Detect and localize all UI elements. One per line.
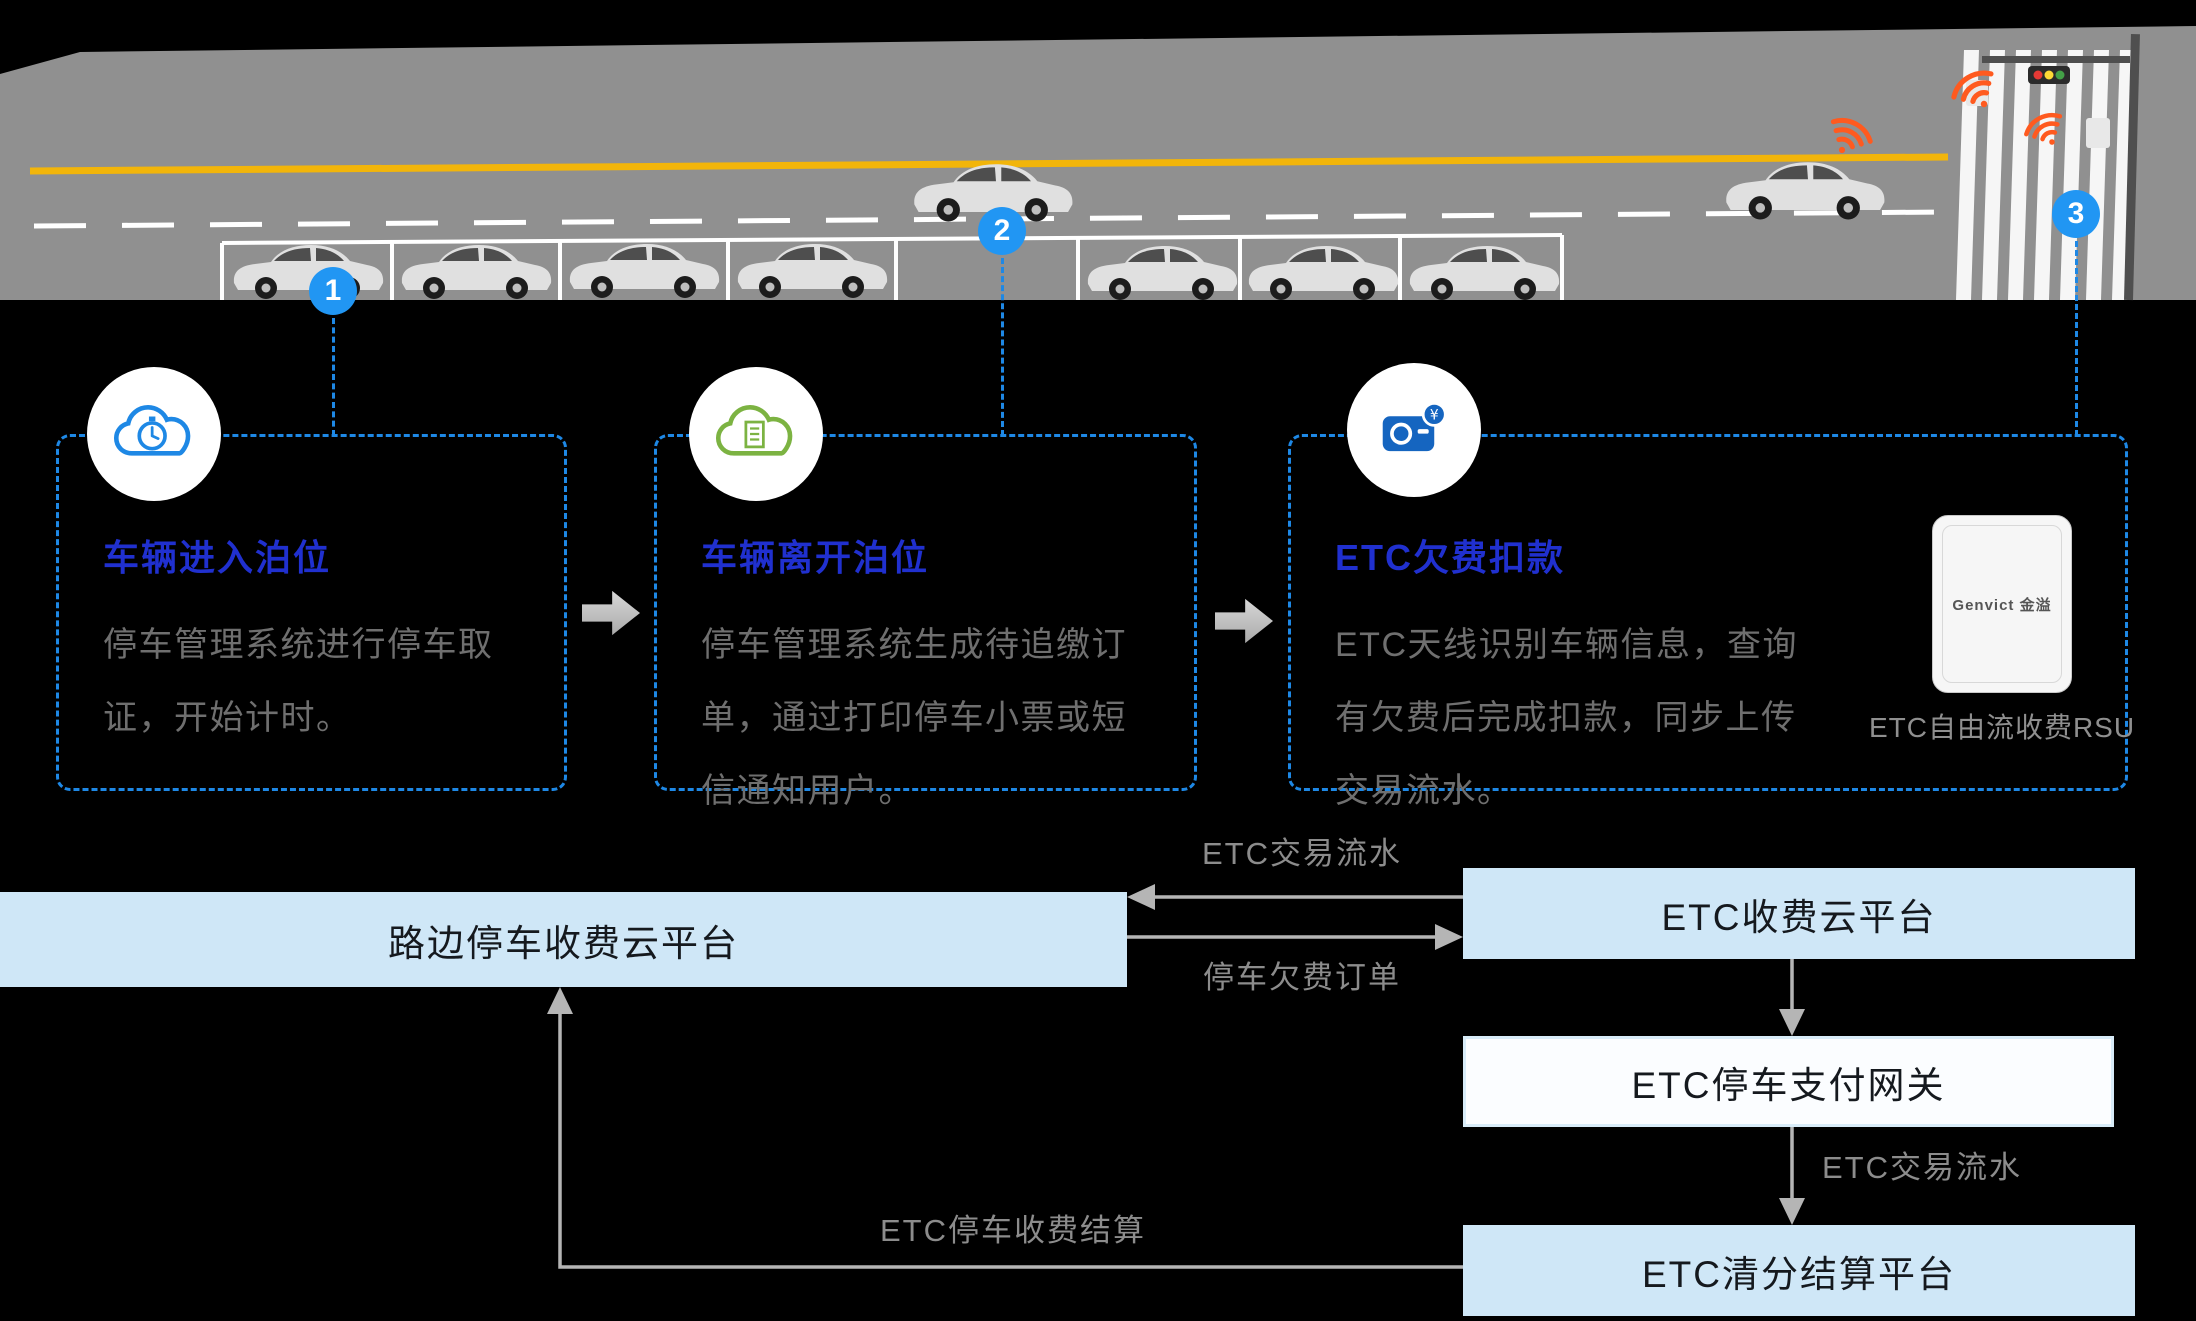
step-body: 停车管理系统进行停车取证，开始计时。 xyxy=(103,626,494,738)
rsu-unit-icon xyxy=(2086,118,2110,148)
crosswalk xyxy=(1956,50,2135,300)
step-title: ETC欠费扣款 xyxy=(1335,537,1566,578)
step-3-marker: 3 xyxy=(2052,190,2100,238)
etc-clearing-platform-box: ETC清分结算平台 xyxy=(1463,1225,2135,1316)
etc-clearing-platform-label: ETC清分结算平台 xyxy=(1642,1253,1956,1295)
roadside-parking-platform-box: 路边停车收费云平台 xyxy=(0,892,1127,987)
rsu-caption: ETC自由流收费RSU xyxy=(1868,712,2136,743)
step-2-marker: 2 xyxy=(978,207,1026,255)
etc-toll-cloud-label: ETC收费云平台 xyxy=(1661,896,1937,938)
parking-bay-lines xyxy=(220,233,1564,300)
etc-payment-gateway-label: ETC停车支付网关 xyxy=(1631,1064,1946,1106)
step-card-vehicle-enter: 车辆进入泊位 停车管理系统进行停车取证，开始计时。 xyxy=(56,434,567,791)
txn-flow-label-right: ETC交易流水 xyxy=(1822,1150,2022,1185)
rsu-brand-text: Genvict 金溢 xyxy=(1952,596,2052,614)
svg-text:¥: ¥ xyxy=(1430,407,1439,423)
step-arrow-icon xyxy=(1215,598,1273,644)
step-1-marker: 1 xyxy=(309,267,357,315)
road-scene-illustration xyxy=(0,26,2196,301)
roadside-parking-platform-label: 路边停车收费云平台 xyxy=(388,922,739,964)
step-card-etc-deduction: ETC欠费扣款 ETC天线识别车辆信息，查询有欠费后完成扣款，同步上传交易流水。 xyxy=(1288,434,2128,810)
txn-flow-label-top: ETC交易流水 xyxy=(1202,836,1402,871)
step-body: ETC天线识别车辆信息，查询有欠费后完成扣款，同步上传交易流水。 xyxy=(1335,626,1798,811)
rsu-device-image: Genvict 金溢 xyxy=(1932,515,2072,693)
step-body: 停车管理系统生成待追缴订单，通过打印停车小票或短信通知用户。 xyxy=(701,626,1127,811)
traffic-light-pole xyxy=(1966,33,2140,301)
cloud-timer-icon xyxy=(87,367,221,501)
dashed-lane-line xyxy=(33,209,1949,229)
step-2-connector-line xyxy=(1001,258,1004,436)
step-1-connector-line xyxy=(332,318,335,436)
arrears-order-label: 停车欠费订单 xyxy=(1203,960,1401,995)
etc-payment-gateway-box: ETC停车支付网关 xyxy=(1463,1036,2114,1127)
step-3-connector-line xyxy=(2075,241,2078,436)
etc-toll-cloud-box: ETC收费云平台 xyxy=(1463,868,2135,959)
step-title: 车辆离开泊位 xyxy=(701,537,930,578)
cloud-receipt-icon xyxy=(689,367,823,501)
step-arrow-icon xyxy=(582,590,640,636)
yellow-lane-line xyxy=(29,153,1949,175)
settlement-label: ETC停车收费结算 xyxy=(880,1213,1146,1248)
step-title: 车辆进入泊位 xyxy=(103,537,332,578)
etc-camera-money-icon: ¥ xyxy=(1347,363,1481,497)
step-card-vehicle-leave: 车辆离开泊位 停车管理系统生成待追缴订单，通过打印停车小票或短信通知用户。 xyxy=(654,434,1197,810)
